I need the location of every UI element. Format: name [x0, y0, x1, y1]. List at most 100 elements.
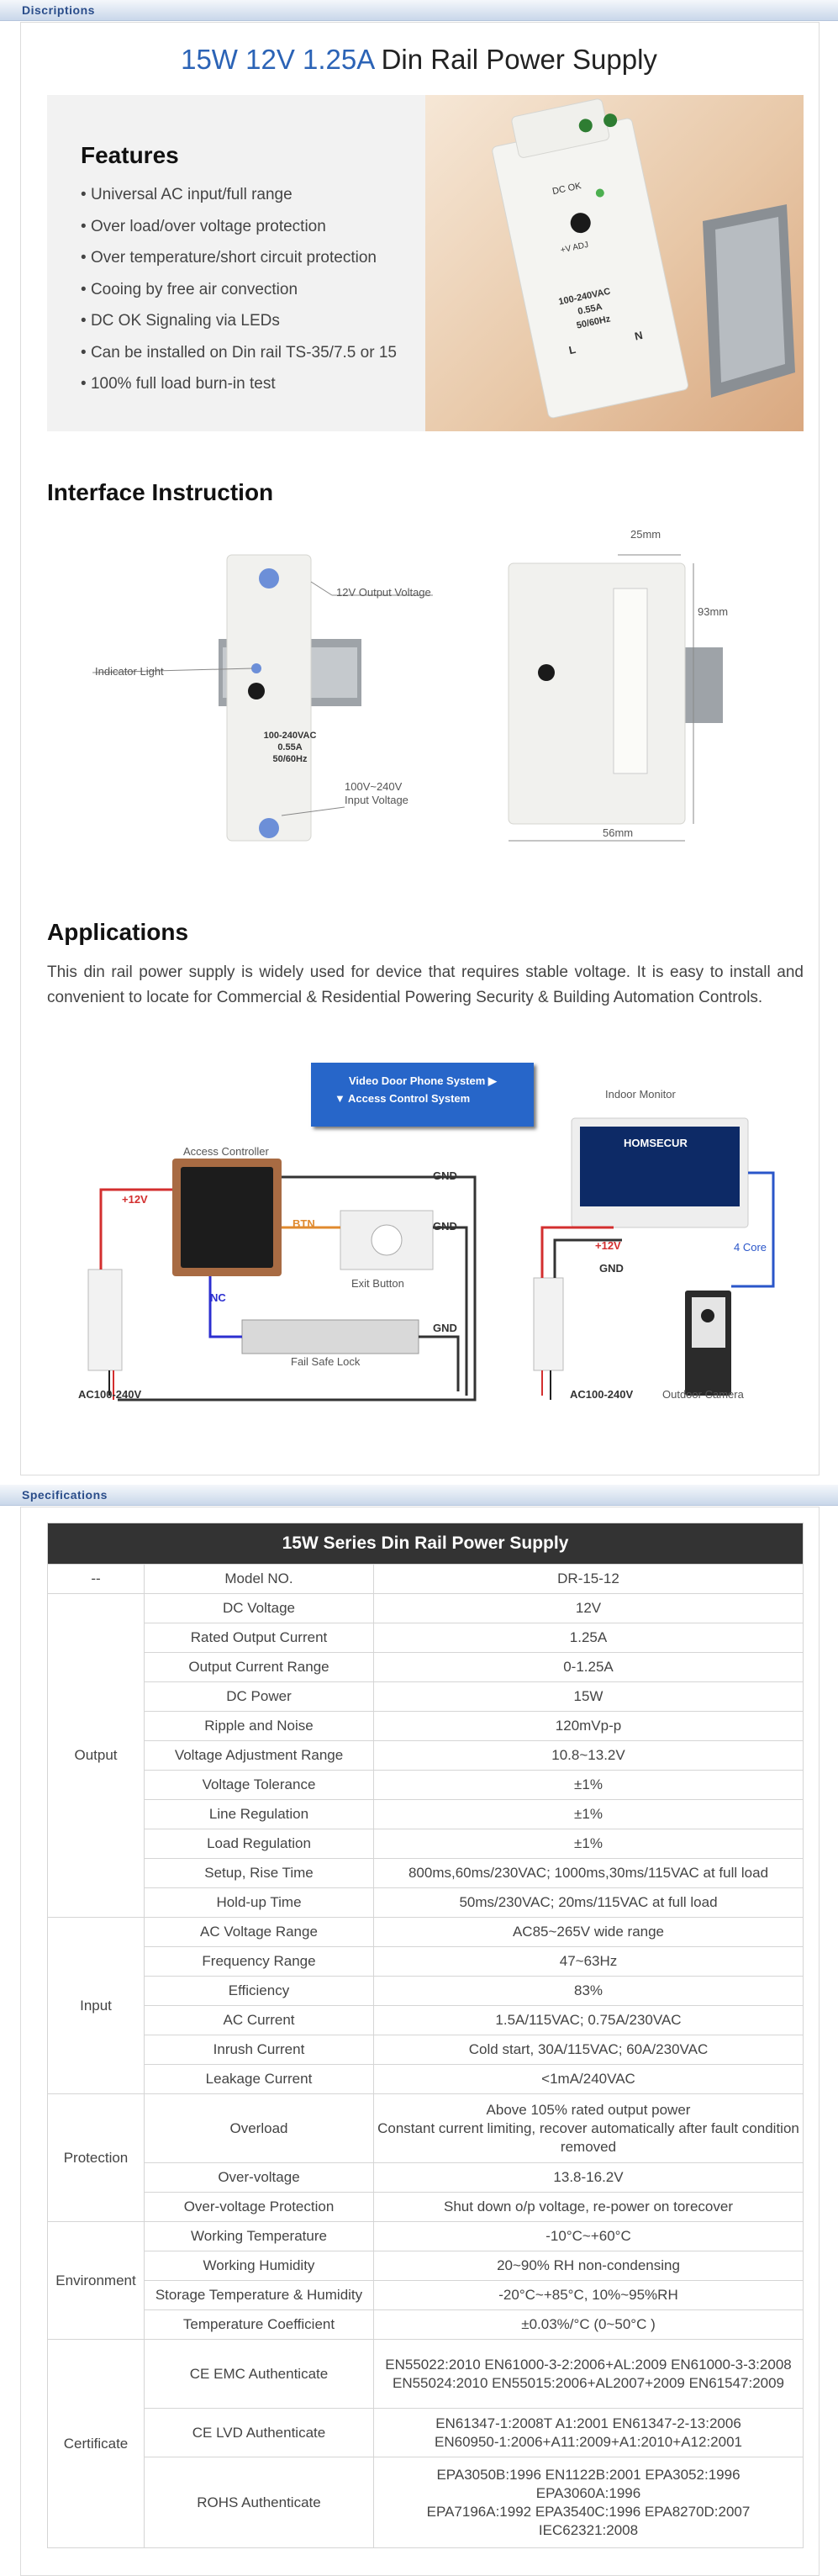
features-list: Universal AC input/full range Over load/… — [81, 179, 397, 400]
spec-param-cell: DC Power — [144, 1681, 374, 1712]
spec-param-cell: DC Voltage — [144, 1593, 374, 1623]
spec-value-cell: EPA3050B:1996 EN1122B:2001 EPA3052:1996 … — [373, 2457, 804, 2548]
spec-param-cell: AC Voltage Range — [144, 1917, 374, 1947]
width-top-label: 25mm — [630, 528, 661, 541]
spec-value-cell: 1.5A/115VAC; 0.75A/230VAC — [373, 2005, 804, 2035]
spec-param-cell: AC Current — [144, 2005, 374, 2035]
spec-param-cell: Over-voltage — [144, 2162, 374, 2193]
gnd-label-3: GND — [433, 1322, 457, 1334]
interface-diagram: 100-240VAC 0.55A 50/60Hz — [92, 554, 723, 842]
menu-item-video-door[interactable]: Video Door Phone System ▶ — [349, 1074, 497, 1087]
title-rest: Din Rail Power Supply — [381, 44, 657, 75]
spec-row: Temperature Coefficient±0.03%/°C (0~50°C… — [48, 2309, 804, 2340]
fail-safe-lock-label: Fail Safe Lock — [291, 1355, 361, 1368]
gnd-label-2: GND — [433, 1220, 457, 1233]
spec-param-cell: Frequency Range — [144, 1946, 374, 1977]
din-power-left — [87, 1269, 123, 1371]
feature-item: DC OK Signaling via LEDs — [81, 305, 397, 337]
four-core-label: 4 Core — [734, 1241, 767, 1254]
indicator-light-icon — [251, 663, 261, 673]
output-voltage-label: 12V Output Voltage — [336, 586, 431, 599]
outdoor-camera-label: Outdoor Camera — [662, 1388, 744, 1401]
spec-row: Voltage Tolerance±1% — [48, 1770, 804, 1800]
gnd-right-label: GND — [599, 1262, 624, 1275]
spec-param-cell: Voltage Tolerance — [144, 1770, 374, 1800]
features-panel: Features Universal AC input/full range O… — [47, 95, 804, 431]
spec-group-cell: Output — [47, 1593, 145, 1918]
spec-value-cell: -20°C~+85°C, 10%~95%RH — [373, 2280, 804, 2310]
spec-row: --Model NO.DR-15-12 — [47, 1564, 804, 1594]
descriptions-header: Discriptions — [0, 0, 838, 21]
feature-item: Universal AC input/full range — [81, 179, 397, 211]
svg-text:100-240VAC: 100-240VAC — [264, 731, 317, 741]
spec-value-cell: 800ms,60ms/230VAC; 1000ms,30ms/115VAC at… — [373, 1858, 804, 1888]
spec-param-cell: Setup, Rise Time — [144, 1858, 374, 1888]
btn-label: BTN — [293, 1217, 315, 1230]
spec-value-cell: AC85~265V wide range — [373, 1917, 804, 1947]
svg-text:0.55A: 0.55A — [277, 742, 302, 752]
spec-param-cell: Hold-up Time — [144, 1887, 374, 1918]
spec-value-cell: 13.8-16.2V — [373, 2162, 804, 2193]
input-terminal-icon — [259, 818, 279, 838]
spec-caption-row: 15W Series Din Rail Power Supply — [47, 1523, 804, 1565]
spec-param-cell: Efficiency — [144, 1976, 374, 2006]
spec-value-cell: 120mVp-p — [373, 1711, 804, 1741]
feature-item: Can be installed on Din rail TS-35/7.5 o… — [81, 337, 397, 369]
spec-row: Storage Temperature & Humidity-20°C~+85°… — [48, 2280, 804, 2310]
ac-right-label: AC100-240V — [570, 1388, 634, 1401]
descriptions-header-label: Discriptions — [22, 3, 95, 17]
spec-value-cell: 1.25A — [373, 1623, 804, 1653]
spec-caption: 15W Series Din Rail Power Supply — [47, 1523, 804, 1565]
access-controller-label: Access Controller — [183, 1145, 269, 1158]
spec-param-cell: CE EMC Authenticate — [144, 2339, 374, 2409]
interface-title: Interface Instruction — [47, 479, 274, 505]
plus12v-left-label: +12V — [122, 1193, 148, 1206]
spec-group-cell: Certificate — [47, 2339, 145, 2548]
photo-current-label: 0.55A — [577, 302, 603, 317]
feature-item: Cooing by free air convection — [81, 274, 397, 306]
indicator-light-label: Indicator Light — [95, 665, 164, 678]
applications-title: Applications — [47, 919, 189, 945]
output-terminal-icon — [259, 568, 279, 589]
ac-left-label: AC100-240V — [78, 1388, 142, 1401]
spec-param-cell: Voltage Adjustment Range — [144, 1740, 374, 1771]
spec-param-cell: Temperature Coefficient — [144, 2309, 374, 2340]
spec-row: Line Regulation±1% — [48, 1799, 804, 1829]
applications-text: This din rail power supply is widely use… — [47, 963, 804, 1006]
feature-item: Over temperature/short circuit protectio… — [81, 242, 397, 274]
spec-group-cell: Protection — [47, 2093, 145, 2222]
menu-item-access-control[interactable]: ▼ Access Control System — [335, 1092, 471, 1105]
gnd-label-1: GND — [433, 1169, 457, 1182]
spec-param-cell: Storage Temperature & Humidity — [144, 2280, 374, 2310]
spec-param-cell: Rated Output Current — [144, 1623, 374, 1653]
product-photo: DC OK +V ADJ 100-240VAC 0.55A 50/60Hz L … — [425, 95, 804, 431]
descriptions-section: Discriptions 15W 12V 1.25A Din Rail Powe… — [0, 0, 838, 1480]
specifications-header: Specifications — [0, 1485, 838, 1506]
specifications-header-label: Specifications — [22, 1488, 108, 1502]
exit-button-label: Exit Button — [351, 1277, 404, 1290]
spec-value-cell: DR-15-12 — [373, 1564, 804, 1594]
spec-param-cell: Ripple and Noise — [144, 1711, 374, 1741]
spec-param-cell: Working Humidity — [144, 2251, 374, 2281]
spec-value-cell: ±1% — [373, 1770, 804, 1800]
spec-value-cell: 50ms/230VAC; 20ms/115VAC at full load — [373, 1887, 804, 1918]
spec-value-cell: 83% — [373, 1976, 804, 2006]
spec-param-cell: Output Current Range — [144, 1652, 374, 1682]
page-title: 15W 12V 1.25A Din Rail Power Supply — [0, 44, 838, 76]
spec-value-cell: EN55022:2010 EN61000-3-2:2006+AL:2009 EN… — [373, 2339, 804, 2409]
spec-param-cell: Line Regulation — [144, 1799, 374, 1829]
